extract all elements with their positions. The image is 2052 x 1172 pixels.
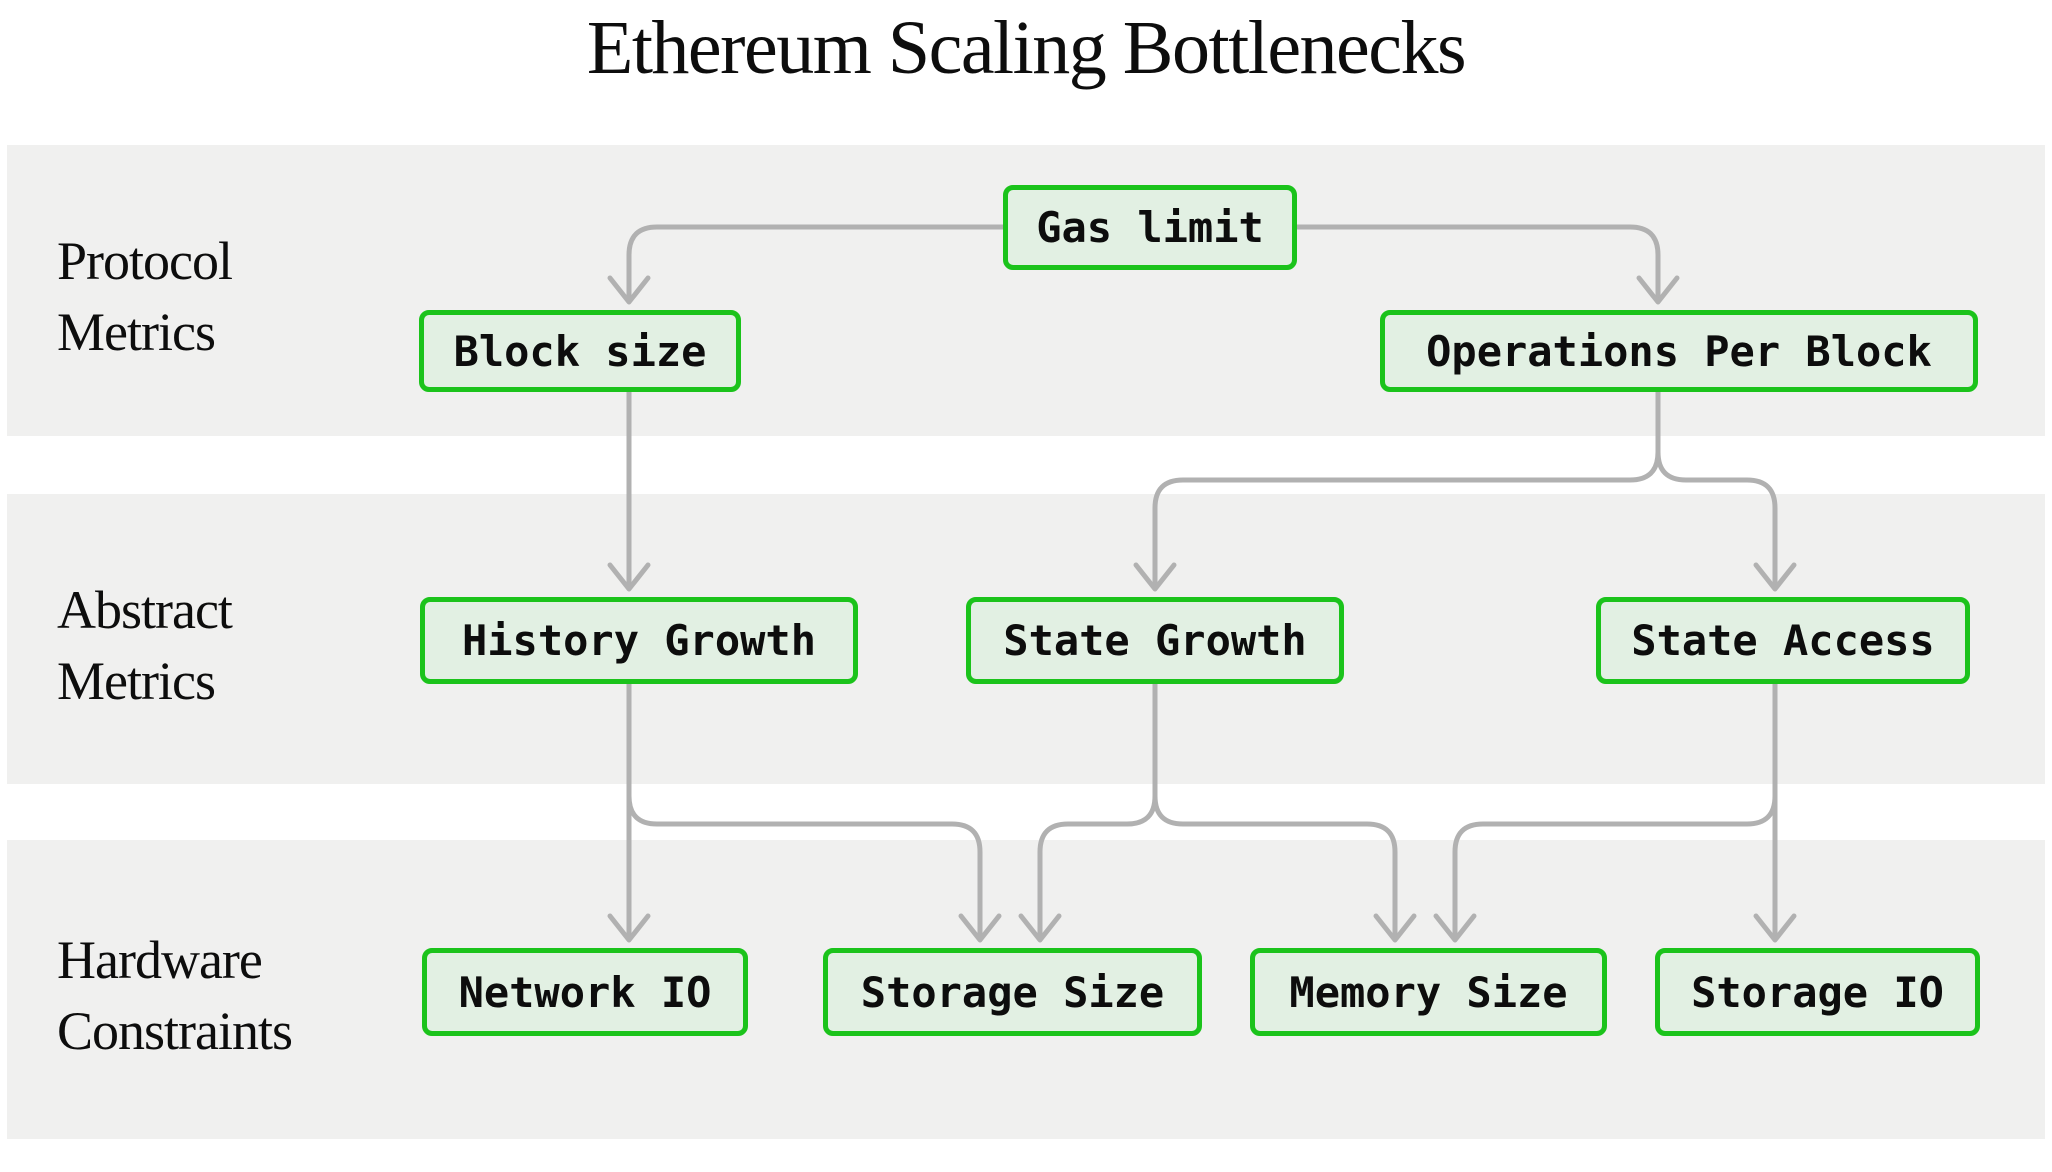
node-network-io: Network IO — [422, 948, 748, 1036]
arrowhead-icon-operations-per-block — [1636, 275, 1680, 305]
node-block-size: Block size — [419, 310, 741, 392]
edge-state-growth-to-storage-size — [1037, 684, 1158, 937]
arrowhead-icon-block-size — [607, 275, 651, 305]
arrowhead-icon-storage-size-left — [958, 913, 1002, 943]
arrowhead-icon-memory-size-left — [1373, 913, 1417, 943]
node-label: Network IO — [458, 967, 712, 1017]
node-label: History Growth — [461, 616, 816, 665]
row-label-hardware-constraints: Hardware Constraints — [57, 925, 293, 1067]
node-storage-io: Storage IO — [1655, 948, 1980, 1036]
node-state-growth: State Growth — [966, 597, 1344, 684]
edge-gas-limit-to-operations-per-block — [1297, 224, 1661, 299]
row-label-line: Metrics — [57, 302, 216, 362]
node-gas-limit: Gas limit — [1003, 185, 1297, 270]
edge-operations-per-block-to-state-access — [1655, 392, 1778, 586]
edge-gas-limit-to-block-size — [626, 224, 1003, 299]
node-label: Operations Per Block — [1426, 326, 1932, 376]
arrowhead-icon-storage-size-right — [1018, 913, 1062, 943]
edge-operations-per-block-to-state-growth — [1152, 392, 1661, 586]
node-label: Storage IO — [1691, 967, 1944, 1017]
arrowhead-icon-storage-io — [1753, 913, 1797, 943]
arrowhead-icon-memory-size-right — [1433, 913, 1477, 943]
row-label-line: Metrics — [57, 651, 216, 711]
diagram-title: Ethereum Scaling Bottlenecks — [586, 6, 1467, 90]
row-label-line: Protocol — [57, 231, 233, 291]
row-label-abstract-metrics: Abstract Metrics — [57, 575, 233, 717]
node-label: Memory Size — [1289, 967, 1568, 1017]
node-label: State Access — [1631, 616, 1935, 665]
node-operations-per-block: Operations Per Block — [1380, 310, 1978, 392]
node-label: State Growth — [1003, 616, 1307, 665]
node-state-access: State Access — [1596, 597, 1970, 684]
edge-history-growth-to-storage-size — [626, 684, 983, 937]
arrowhead-icon-state-growth — [1133, 562, 1177, 592]
node-history-growth: History Growth — [420, 597, 858, 684]
row-label-line: Hardware — [57, 930, 263, 990]
arrowhead-icon-history-growth — [607, 562, 651, 592]
arrowhead-icon-state-access — [1753, 562, 1797, 592]
row-label-protocol-metrics: Protocol Metrics — [57, 226, 233, 368]
node-label: Storage Size — [860, 967, 1165, 1017]
node-memory-size: Memory Size — [1250, 948, 1607, 1036]
arrowhead-icon-network-io — [607, 913, 651, 943]
node-label: Gas limit — [1036, 203, 1264, 252]
node-label: Block size — [453, 326, 707, 376]
node-storage-size: Storage Size — [823, 948, 1202, 1036]
edge-state-access-to-memory-size — [1452, 684, 1778, 937]
row-label-line: Constraints — [57, 1001, 293, 1061]
edge-state-growth-to-memory-size — [1152, 684, 1398, 937]
row-label-line: Abstract — [57, 580, 233, 640]
